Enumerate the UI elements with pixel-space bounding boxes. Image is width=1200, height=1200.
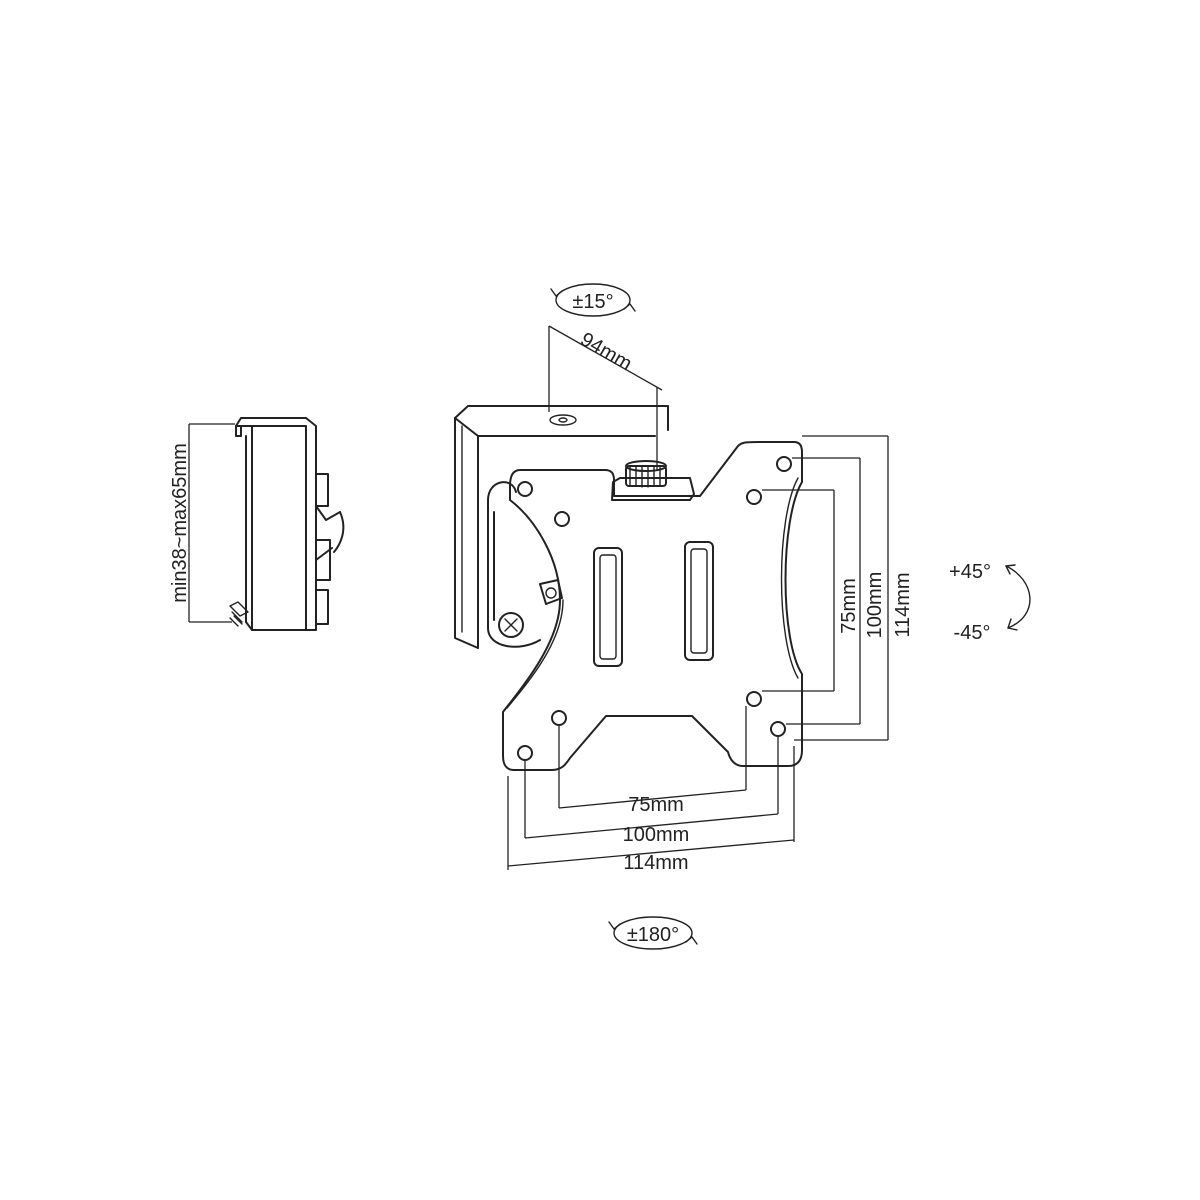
- vertical-dimensions: 75mm 100mm 114mm: [762, 435, 914, 741]
- horizontal-100mm-label: 100mm: [623, 824, 690, 846]
- vertical-114mm-label: 114mm: [892, 572, 914, 637]
- depth-label: 94mm: [576, 328, 635, 375]
- vertical-75mm-label: 75mm: [838, 578, 860, 634]
- horizontal-114mm-label: 114mm: [623, 852, 688, 874]
- rotation-label: ±180°: [627, 924, 679, 946]
- swivel-indicator: +45° -45°: [949, 561, 1031, 644]
- vesa-plate: [502, 441, 803, 771]
- rotation-badge: ±180°: [608, 916, 698, 950]
- desk-thickness-label: min38~max65mm: [169, 443, 191, 603]
- tilt-label: ±15°: [572, 291, 613, 313]
- tilt-rotation-icon: [555, 283, 631, 317]
- tilt-badge: ±15°: [550, 283, 636, 317]
- depth-dimension: 94mm: [548, 325, 663, 470]
- mount-body: [454, 405, 803, 771]
- swivel-minus-label: -45°: [954, 622, 991, 644]
- rotation-icon: [613, 916, 693, 950]
- swivel-arrow-icon: [1005, 565, 1031, 629]
- plate-slots: [593, 541, 714, 667]
- horizontal-75mm-label: 75mm: [628, 794, 684, 816]
- swivel-plus-label: +45°: [949, 561, 991, 583]
- horizontal-dimensions: 75mm 100mm 114mm: [507, 706, 795, 874]
- vertical-100mm-label: 100mm: [864, 572, 886, 639]
- side-view-clamp: min38~max65mm: [169, 417, 345, 631]
